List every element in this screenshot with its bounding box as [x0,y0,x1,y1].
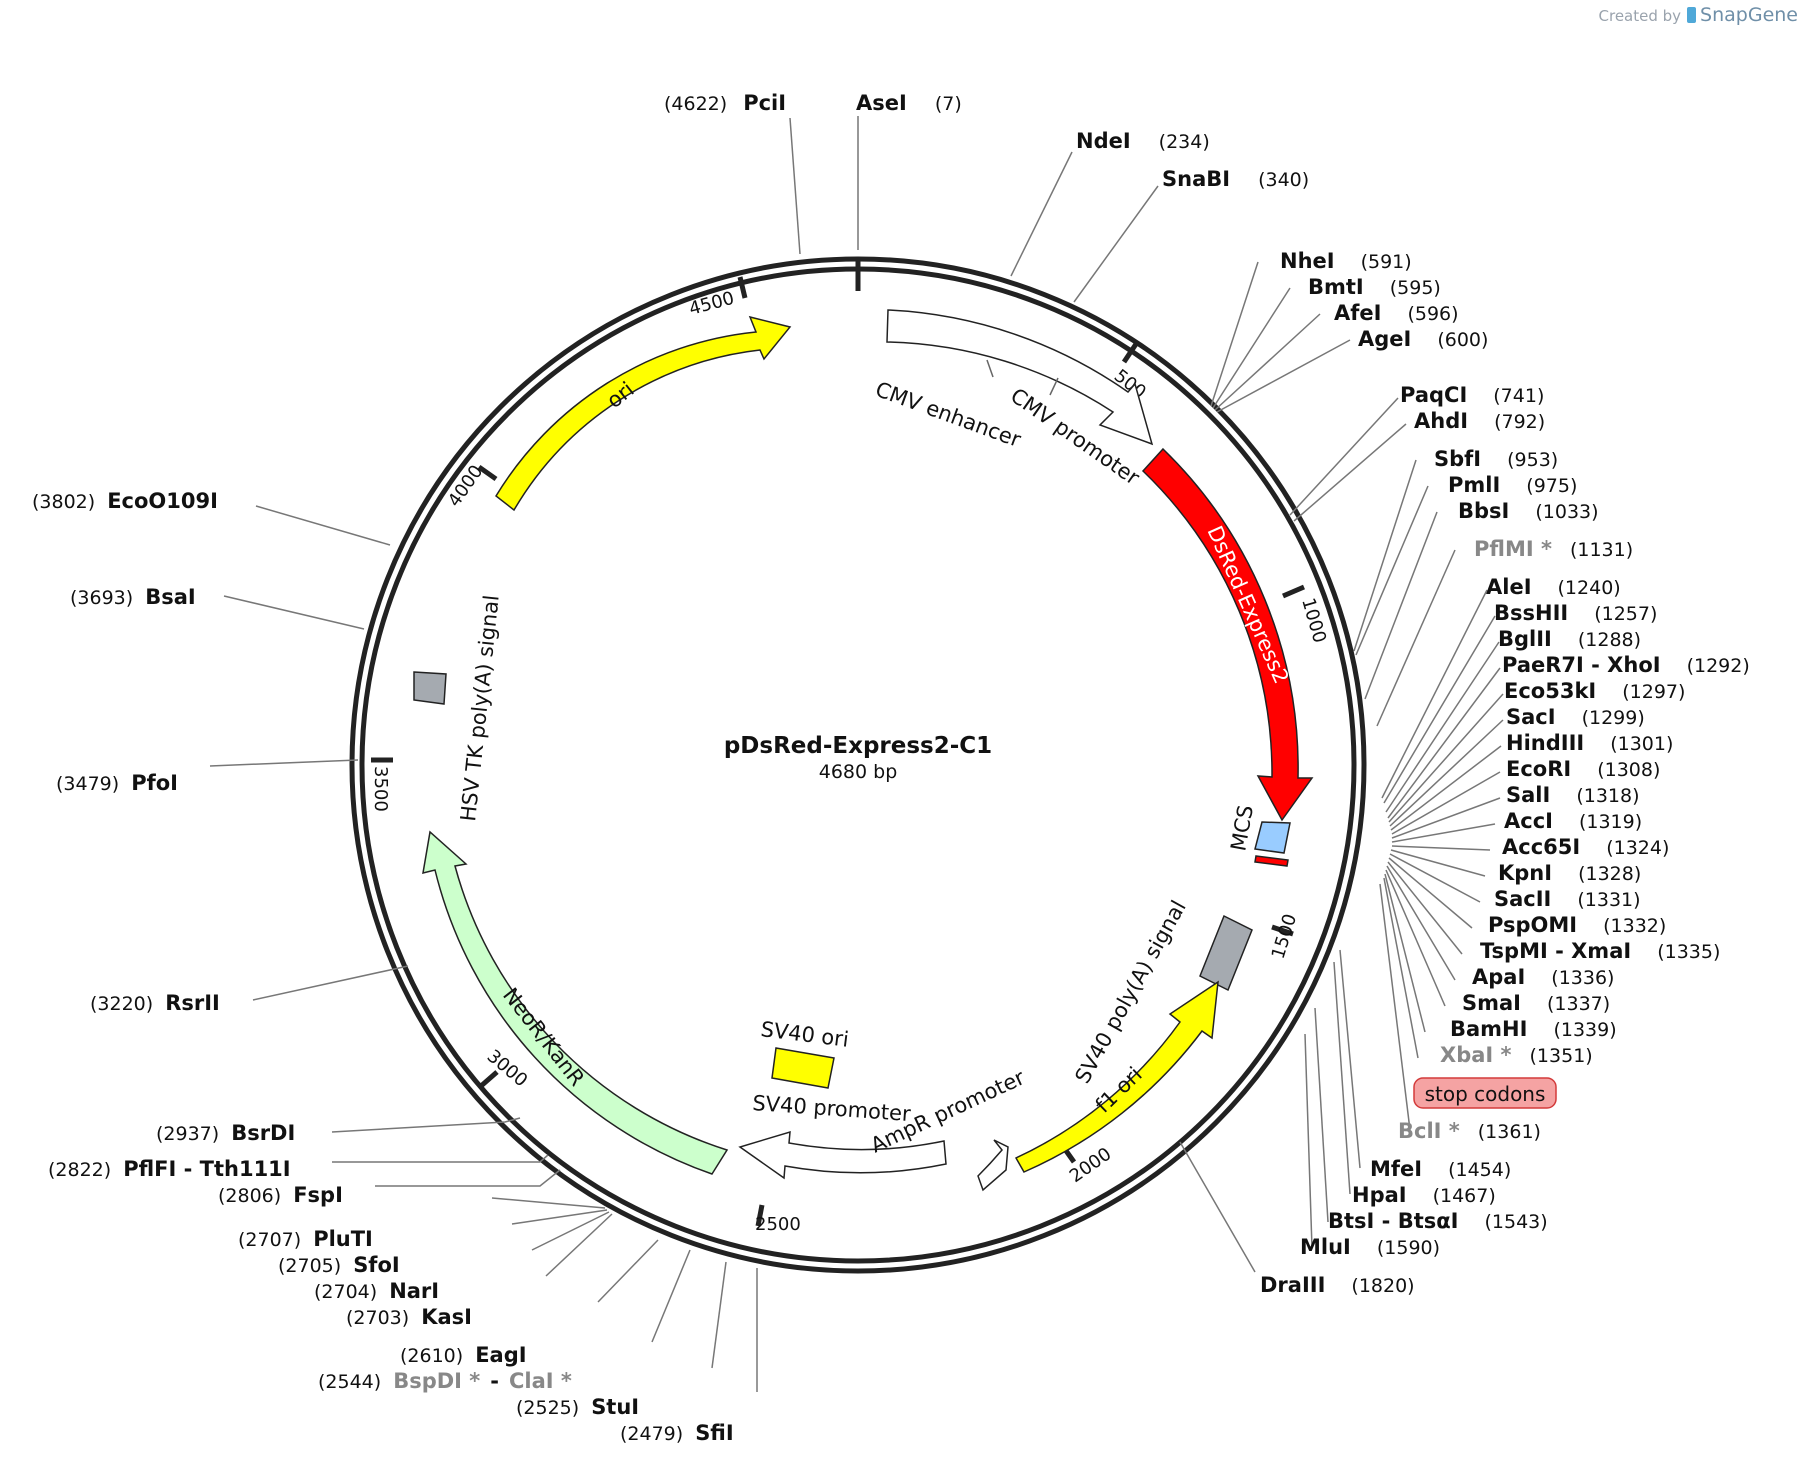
site-label-draiii: DraIII(1820) [1260,1273,1415,1297]
site-label-eco53ki: Eco53kI(1297) [1504,679,1685,703]
site-label-pflmi: PflMI *(1131) [1474,537,1633,561]
snapgene-logo-icon [1687,7,1697,23]
site-label-paqci: PaqCI(741) [1400,383,1544,407]
tick-label-4500: 4500 [687,288,737,320]
site-label-rsrii: (3220)RsrII [90,991,220,1015]
feature-sv40-ori-box [771,1047,835,1089]
site-label-sfoi: (2705)SfoI [278,1253,400,1277]
site-label-eagi: (2610)EagI [400,1343,527,1367]
feature-neor-kanr-arrow [422,830,729,1175]
site-label-kasi: (2703)KasI [346,1305,472,1329]
site-label-apai: ApaI(1336) [1472,965,1614,989]
site-label-xbai: XbaI *(1351) [1440,1043,1593,1067]
tick-label-3500: 3500 [370,766,391,812]
snapgene-branding: Created by SnapGene [1599,4,1798,26]
stop-codon-mark [1254,855,1289,867]
site-label-sfii: (2479)SfiI [620,1421,734,1445]
tick-label-3000: 3000 [483,1046,532,1092]
site-label-bamhi: BamHI(1339) [1450,1017,1617,1041]
site-label-sali: SalI(1318) [1506,783,1640,807]
site-label-bsai: (3693)BsaI [70,585,196,609]
stop-codons-label: stop codons [1425,1082,1546,1106]
site-label-pspomi: PspOMI(1332) [1488,913,1666,937]
site-label-fspi: (2806)FspI [218,1183,343,1207]
site-label-acc65i: Acc65I(1324) [1502,835,1669,859]
feature-label-hsv-tk-polya: HSV TK poly(A) signal [456,594,504,823]
site-label-hpai: HpaI(1467) [1352,1183,1496,1207]
stop-codons-badge: stop codons [1413,1077,1557,1109]
feature-cmv-arrow [886,309,1154,446]
site-label-kpni: KpnI(1328) [1498,861,1641,885]
site-label-bsrdi: (2937)BsrDI [156,1121,295,1145]
site-label-alei: AleI(1240) [1486,575,1621,599]
site-label-afei: AfeI(596) [1334,301,1459,325]
site-label-sbfi: SbfI(953) [1434,447,1558,471]
plasmid-size: 4680 bp [819,761,898,783]
feature-label-sv40-promoter: SV40 promoter [752,1091,912,1126]
site-label-ecori: EcoRI(1308) [1506,757,1660,781]
feature-mcs-box [1254,821,1291,854]
site-label-pmli: PmlI(975) [1448,473,1577,497]
site-label-pcii: (4622)PciI [664,91,786,115]
feature-label-mcs: MCS [1226,803,1258,853]
feature-ampr-promoter-arrow [977,1139,1009,1192]
site-leader-lines [209,116,1504,1392]
site-label-ndei: NdeI(234) [1076,129,1210,153]
tick-label-2000: 2000 [1066,1144,1116,1187]
site-label-pflfi-tth111i: (2822)PflFI - Tth111I [48,1157,291,1181]
site-label-paer7i-xhoi: PaeR7I - XhoI(1292) [1502,653,1750,677]
site-label-ahdi: AhdI(792) [1414,409,1545,433]
site-label-pfoi: (3479)PfoI [56,771,178,795]
plasmid-name: pDsRed-Express2-C1 [724,733,992,759]
feature-sv40-polya-box [1199,914,1253,992]
site-label-btsi: BtsI - BtsαI(1543) [1328,1209,1548,1233]
feature-sv40-promoter-arrow [738,1130,947,1180]
site-label-agei: AgeI(600) [1358,327,1488,351]
site-label-bmti: BmtI(595) [1308,275,1441,299]
feature-hsv-tk-polya-box [413,671,447,705]
feature-ori-arrow [495,315,792,512]
feature-label-dsred-express2: DsRed-Express2 [1202,522,1293,687]
site-label-bglii: BglII(1288) [1498,627,1641,651]
site-label-asei: AseI(7) [856,91,962,115]
feature-dsred-express2-arrow [1141,447,1314,822]
site-label-bspdi-clai: (2544)BspDI *-ClaI * [318,1369,572,1393]
feature-f1-ori-arrow [1014,980,1219,1173]
site-label-bcli: BclI *(1361) [1398,1119,1541,1143]
site-label-sacii: SacII(1331) [1494,887,1641,911]
site-label-ecoo109i: (3802)EcoO109I [32,489,218,513]
restriction-sites: AseI(7) (4622)PciI NdeI(234) SnaBI(340) … [32,91,1750,1445]
site-label-hindiii: HindIII(1301) [1506,731,1673,755]
feature-label-cmv-enhancer: CMV enhancer [872,377,1024,452]
created-by-text: Created by [1598,7,1682,25]
site-label-mlui: MluI(1590) [1300,1235,1440,1259]
site-label-stui: (2525)StuI [516,1395,639,1419]
site-label-nari: (2704)NarI [314,1279,439,1303]
site-label-snabi: SnaBI(340) [1162,167,1309,191]
site-label-bbsi: BbsI(1033) [1458,499,1599,523]
feature-label-sv40-ori: SV40 ori [759,1017,850,1052]
tick-label-2500: 2500 [755,1214,801,1235]
site-label-smai: SmaI(1337) [1462,991,1610,1015]
site-label-pluti: (2707)PluTI [238,1227,373,1251]
site-label-tspmi-xmai: TspMI - XmaI(1335) [1480,939,1720,963]
site-label-mfei: MfeI(1454) [1370,1157,1511,1181]
snapgene-logo-text: SnapGene [1700,4,1798,26]
site-label-nhei: NheI(591) [1280,249,1412,273]
site-label-acci: AccI(1319) [1504,809,1642,833]
site-label-saci: SacI(1299) [1506,705,1645,729]
site-label-bsshii: BssHII(1257) [1494,601,1657,625]
feature-arrows [413,309,1314,1192]
tick-label-1500: 1500 [1268,912,1301,962]
